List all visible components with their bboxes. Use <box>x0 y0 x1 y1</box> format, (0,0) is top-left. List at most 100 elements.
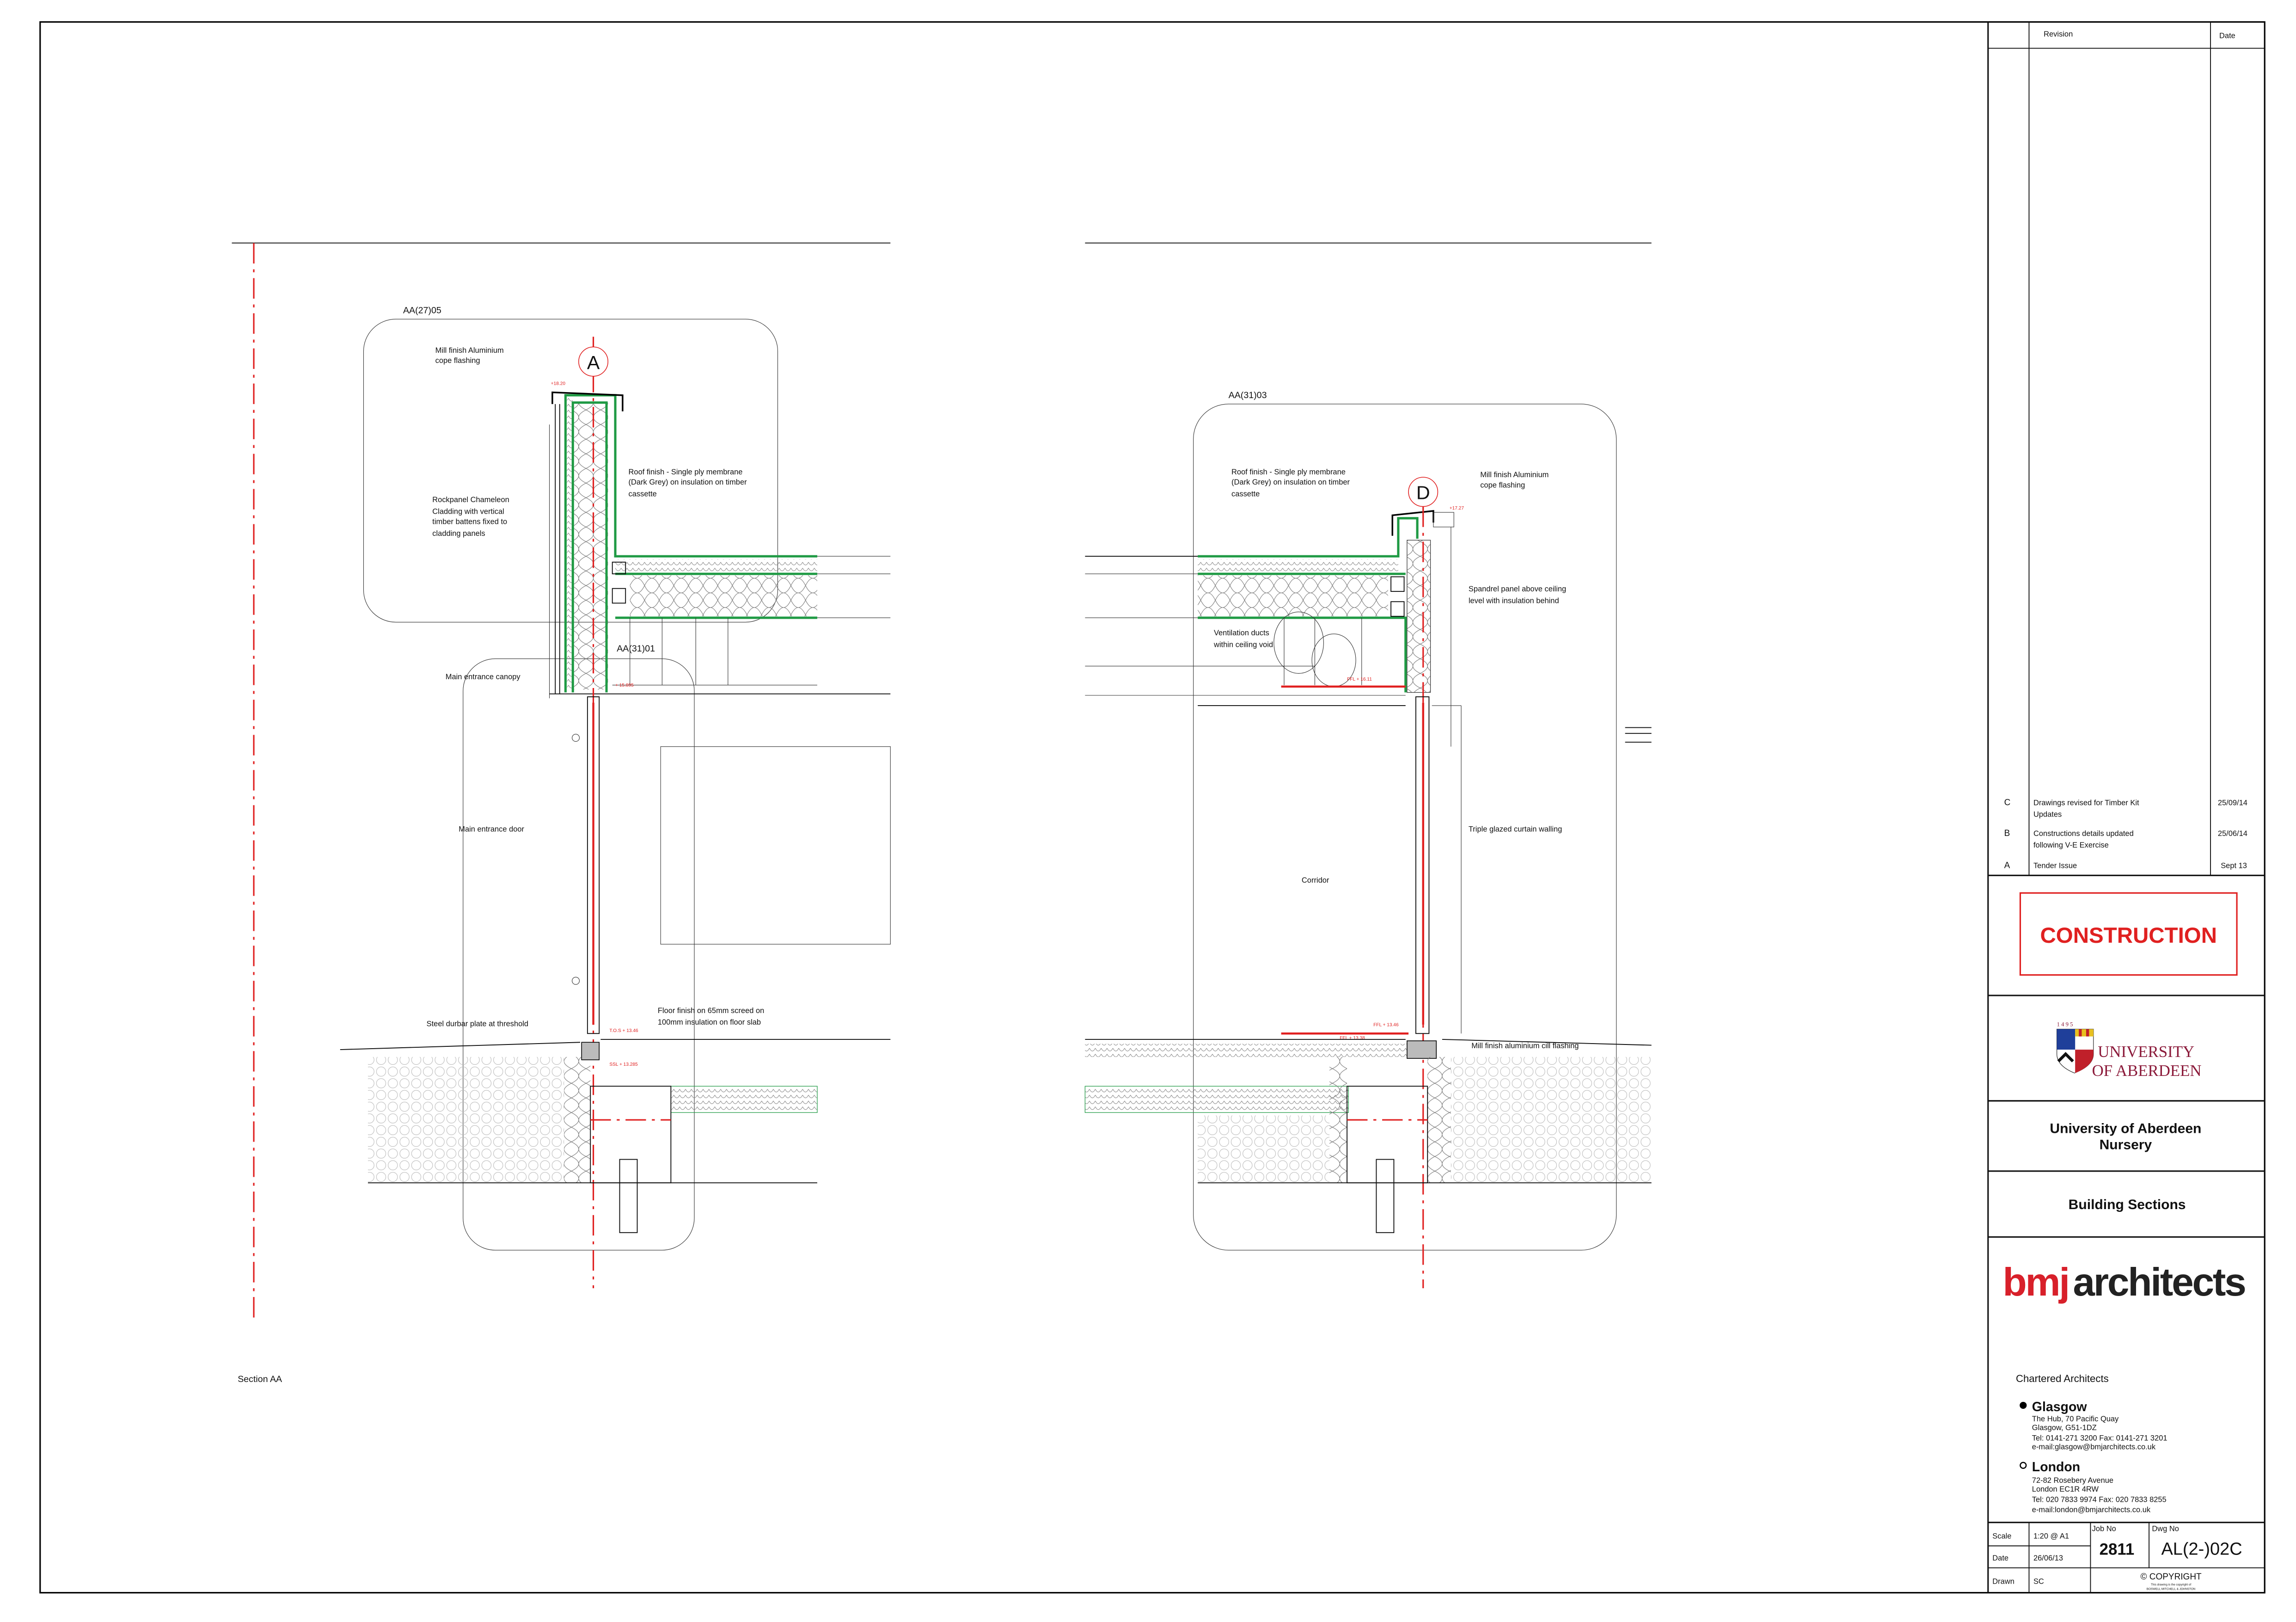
svg-text:e-mail:london@bmjarchitects.co: e-mail:london@bmjarchitects.co.uk <box>2032 1506 2151 1514</box>
svg-text:Tender Issue: Tender Issue <box>2033 861 2077 870</box>
svg-text:Tel: 020 7833 9974 Fax: 020 7: Tel: 020 7833 9974 Fax: 020 7833 8255 <box>2032 1495 2167 1504</box>
svg-text:cassette: cassette <box>629 490 657 498</box>
section-aa-right: AA(31)03 FFL + 16.11 +17.27 D <box>1084 242 1652 1289</box>
section-aa-left: Section AA AA(27)05 AA(31)01 A +18.20 <box>232 242 891 1384</box>
revision-table: Revision Date C Drawings revised for Tim… <box>1988 22 2265 876</box>
svg-text:Main entrance canopy: Main entrance canopy <box>446 673 521 681</box>
grid-label: A <box>587 352 600 373</box>
svg-text:A: A <box>2004 860 2010 870</box>
svg-text:Roof finish - Single ply membr: Roof finish - Single ply membrane <box>629 468 743 476</box>
svg-text:(Dark Grey) on insulation on t: (Dark Grey) on insulation on timber <box>629 478 747 486</box>
svg-text:Revision: Revision <box>2044 30 2073 38</box>
svg-text:Date: Date <box>2219 31 2235 40</box>
svg-text:26/06/13: 26/06/13 <box>2033 1554 2063 1562</box>
svg-text:The Hub, 70 Pacific Quay: The Hub, 70 Pacific Quay <box>2032 1415 2119 1423</box>
grid-label: D <box>1416 482 1430 504</box>
level-marker: + 15.895 <box>615 683 634 688</box>
svg-text:SC: SC <box>2033 1578 2044 1586</box>
svg-text:Constructions details updated: Constructions details updated <box>2033 829 2134 838</box>
detail-ref: AA(27)05 <box>403 306 441 316</box>
level-marker: SSL + 13.285 <box>609 1062 638 1067</box>
detail-ref: AA(31)03 <box>1229 390 1267 400</box>
svg-text:architects: architects <box>2073 1260 2245 1304</box>
svg-text:e-mail:glasgow@bmjarchitects.c: e-mail:glasgow@bmjarchitects.co.uk <box>2032 1443 2156 1451</box>
svg-text:Drawn: Drawn <box>1992 1578 2014 1586</box>
svg-text:Dwg No: Dwg No <box>2152 1525 2179 1533</box>
svg-text:Cladding with vertical: Cladding with vertical <box>432 507 504 516</box>
project-title: University of Aberdeen <box>2050 1121 2201 1137</box>
job-number: 2811 <box>2100 1540 2135 1558</box>
grid-bubble-a <box>578 346 609 377</box>
level-marker: FFL + 16.11 <box>1347 677 1372 682</box>
svg-text:Mill finish Aluminium: Mill finish Aluminium <box>435 346 504 355</box>
revision-row: A Tender Issue Sept 13 <box>2004 860 2247 870</box>
svg-text:timber battens fixed to: timber battens fixed to <box>432 517 507 526</box>
svg-text:Tel: 0141-271 3200 Fax: 0141-2: Tel: 0141-271 3200 Fax: 0141-271 3201 <box>2032 1434 2167 1442</box>
svg-text:OF ABERDEEN: OF ABERDEEN <box>2092 1062 2202 1080</box>
drawing-title: Building Sections <box>2069 1197 2186 1212</box>
level-marker: FFL + 13.46 <box>1373 1022 1399 1027</box>
title-block: Revision Date C Drawings revised for Tim… <box>1987 22 2265 1593</box>
level-marker: FFL + 13.38 <box>1340 1036 1365 1041</box>
detail-callout-bubble <box>1193 404 1617 1251</box>
svg-text:cope flashing: cope flashing <box>435 356 480 365</box>
svg-text:100mm insulation on floor slab: 100mm insulation on floor slab <box>658 1018 761 1026</box>
svg-text:1 4 9 5: 1 4 9 5 <box>2057 1021 2073 1027</box>
svg-text:Main entrance door: Main entrance door <box>459 825 524 833</box>
svg-text:cope flashing: cope flashing <box>1480 481 1525 489</box>
revision-row: B Constructions details updated followin… <box>2004 829 2247 849</box>
svg-text:London EC1R 4RW: London EC1R 4RW <box>2032 1485 2099 1493</box>
office-london: London 72-82 Rosebery Avenue London EC1R… <box>2020 1460 2167 1514</box>
svg-text:(Dark Grey) on insulation on t: (Dark Grey) on insulation on timber <box>1231 478 1350 486</box>
drawing-number: AL(2-)02C <box>2161 1539 2242 1559</box>
svg-text:B: B <box>2004 829 2010 838</box>
project-title: Nursery <box>2100 1137 2152 1152</box>
svg-text:72-82 Rosebery Avenue: 72-82 Rosebery Avenue <box>2032 1476 2113 1485</box>
svg-text:Spandrel panel above ceiling: Spandrel panel above ceiling <box>1469 585 1566 593</box>
tagline: Chartered Architects <box>2016 1373 2109 1384</box>
svg-text:Sept 13: Sept 13 <box>2221 861 2247 870</box>
svg-text:cladding panels: cladding panels <box>432 529 485 538</box>
level-marker: T.O.S + 13.46 <box>609 1028 638 1033</box>
svg-text:Mill finish Aluminium: Mill finish Aluminium <box>1480 471 1549 479</box>
revision-row: C Drawings revised for Timber Kit Update… <box>2004 798 2247 818</box>
svg-text:UNIVERSITY: UNIVERSITY <box>2098 1043 2194 1061</box>
svg-text:Scale: Scale <box>1992 1532 2011 1541</box>
svg-text:Updates: Updates <box>2033 811 2062 819</box>
svg-text:following V-E Exercise: following V-E Exercise <box>2033 841 2109 849</box>
svg-text:Date: Date <box>1992 1554 2008 1562</box>
drawing-info-grid: Scale 1:20 @ A1 Date 26/06/13 Drawn SC J… <box>1988 1522 2265 1593</box>
svg-text:Job No: Job No <box>2092 1525 2116 1533</box>
svg-text:Steel durbar plate at threshol: Steel durbar plate at threshold <box>427 1020 528 1028</box>
office-glasgow: Glasgow The Hub, 70 Pacific Quay Glasgow… <box>2020 1400 2167 1451</box>
svg-text:25/09/14: 25/09/14 <box>2218 799 2247 807</box>
svg-text:Roof finish - Single ply membr: Roof finish - Single ply membrane <box>1231 468 1346 476</box>
svg-text:Rockpanel Chameleon: Rockpanel Chameleon <box>432 496 509 504</box>
annotations: Mill finish Aluminium cope flashing Roof… <box>427 346 765 1028</box>
svg-text:BOSWELL MITCHELL & JOHNSTON: BOSWELL MITCHELL & JOHNSTON <box>2147 1587 2196 1591</box>
svg-text:within ceiling void: within ceiling void <box>1213 640 1273 649</box>
svg-text:Mill finish aluminium cill fla: Mill finish aluminium cill flashing <box>1471 1042 1579 1050</box>
level-marker: +18.20 <box>551 381 566 387</box>
construction-stamp <box>2019 892 2238 976</box>
svg-text:Triple glazed curtain walling: Triple glazed curtain walling <box>1469 825 1562 833</box>
svg-text:Glasgow, G51-1DZ: Glasgow, G51-1DZ <box>2032 1424 2097 1432</box>
level-marker: +17.27 <box>1450 506 1464 511</box>
svg-text:This drawing is the copyright: This drawing is the copyright of <box>2151 1583 2191 1586</box>
svg-text:Corridor: Corridor <box>1302 876 1329 885</box>
status-stamp-text: CONSTRUCTION <box>2040 923 2217 948</box>
svg-text:© COPYRIGHT: © COPYRIGHT <box>2141 1572 2202 1582</box>
university-logo: 1 4 9 5 UNIVERSITY OF ABERDEEN <box>2056 1021 2202 1080</box>
svg-text:Drawings revised for Timber Ki: Drawings revised for Timber Kit <box>2033 799 2139 807</box>
annotations: Roof finish - Single ply membrane (Dark … <box>1213 468 1579 1050</box>
section-title: Section AA <box>238 1374 282 1384</box>
svg-text:London: London <box>2032 1460 2080 1475</box>
svg-text:Ventilation ducts: Ventilation ducts <box>1214 629 1269 637</box>
bmj-architects-logo: bmj architects <box>2002 1260 2247 1304</box>
grid-bubble-d <box>1408 477 1439 507</box>
svg-text:1:20 @ A1: 1:20 @ A1 <box>2033 1532 2069 1541</box>
svg-text:Floor finish on 65mm screed on: Floor finish on 65mm screed on <box>658 1007 764 1015</box>
svg-text:25/06/14: 25/06/14 <box>2218 829 2247 838</box>
svg-text:level with insulation behind: level with insulation behind <box>1469 596 1559 605</box>
